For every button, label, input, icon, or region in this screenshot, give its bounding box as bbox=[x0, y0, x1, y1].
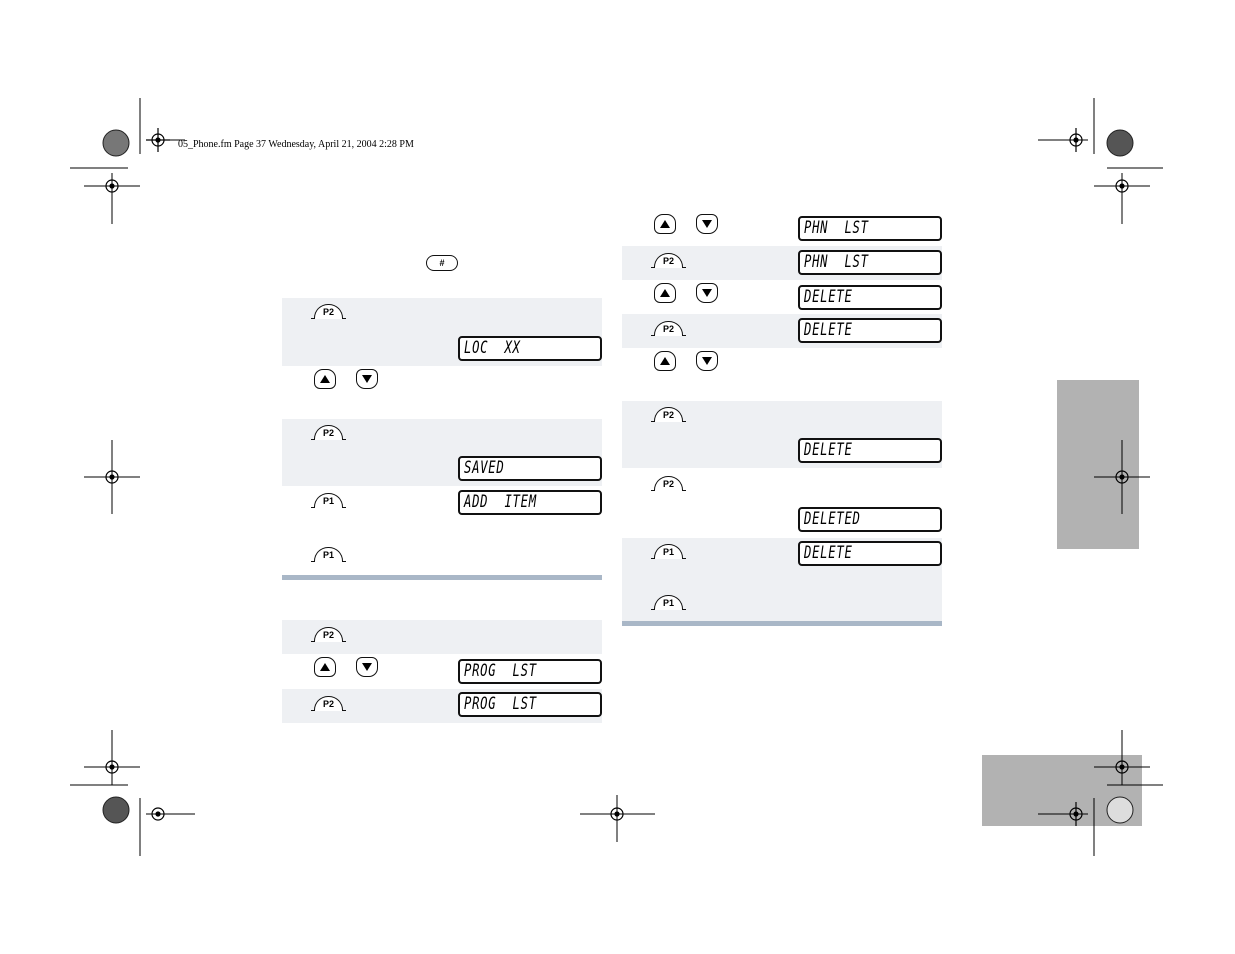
up-arrow-key-icon bbox=[654, 214, 676, 234]
lcd-display-add-item: ADD ITEM bbox=[458, 490, 602, 515]
lcd-text: DELETE bbox=[804, 287, 853, 307]
lcd-text: LOC XX bbox=[464, 338, 521, 358]
lcd-text: PHN LST bbox=[804, 218, 869, 238]
lcd-text: PROG LST bbox=[464, 694, 537, 714]
left-section-separator bbox=[282, 575, 602, 580]
lcd-display-delete: DELETE bbox=[798, 318, 942, 343]
down-arrow-key-icon bbox=[696, 351, 718, 371]
lcd-display-phn-lst: PHN LST bbox=[798, 216, 942, 241]
lcd-text: ADD ITEM bbox=[464, 492, 537, 512]
lcd-text: DELETE bbox=[804, 543, 853, 563]
down-arrow-key-icon bbox=[696, 214, 718, 234]
lcd-text: DELETE bbox=[804, 320, 853, 340]
lcd-text: SAVED bbox=[464, 458, 505, 478]
lcd-display-delete: DELETE bbox=[798, 285, 942, 310]
down-arrow-key-icon bbox=[356, 369, 378, 389]
lcd-display-deleted: DELETED bbox=[798, 507, 942, 532]
up-arrow-key-icon bbox=[654, 351, 676, 371]
down-arrow-key-icon bbox=[696, 283, 718, 303]
lcd-display-prog-lst: PROG LST bbox=[458, 692, 602, 717]
lcd-display-phn-lst: PHN LST bbox=[798, 250, 942, 275]
lcd-text: DELETED bbox=[804, 509, 861, 529]
lcd-display-saved: SAVED bbox=[458, 456, 602, 481]
side-tab-upper bbox=[1057, 380, 1139, 549]
lcd-text: PHN LST bbox=[804, 252, 869, 272]
lcd-display-delete: DELETE bbox=[798, 541, 942, 566]
lcd-display-prog-lst: PROG LST bbox=[458, 659, 602, 684]
right-section-separator bbox=[622, 621, 942, 626]
lcd-display-delete: DELETE bbox=[798, 438, 942, 463]
up-arrow-key-icon bbox=[314, 369, 336, 389]
up-arrow-key-icon bbox=[654, 283, 676, 303]
file-info-header: 05_Phone.fm Page 37 Wednesday, April 21,… bbox=[178, 139, 414, 150]
down-arrow-key-icon bbox=[356, 657, 378, 677]
lcd-text: DELETE bbox=[804, 440, 853, 460]
lcd-text: PROG LST bbox=[464, 661, 537, 681]
hash-key-icon: # bbox=[426, 255, 458, 271]
p1-key-icon: P1 bbox=[651, 544, 686, 559]
p2-key-icon: P2 bbox=[311, 696, 346, 711]
up-arrow-key-icon bbox=[314, 657, 336, 677]
lcd-display-loc: LOC XX bbox=[458, 336, 602, 361]
